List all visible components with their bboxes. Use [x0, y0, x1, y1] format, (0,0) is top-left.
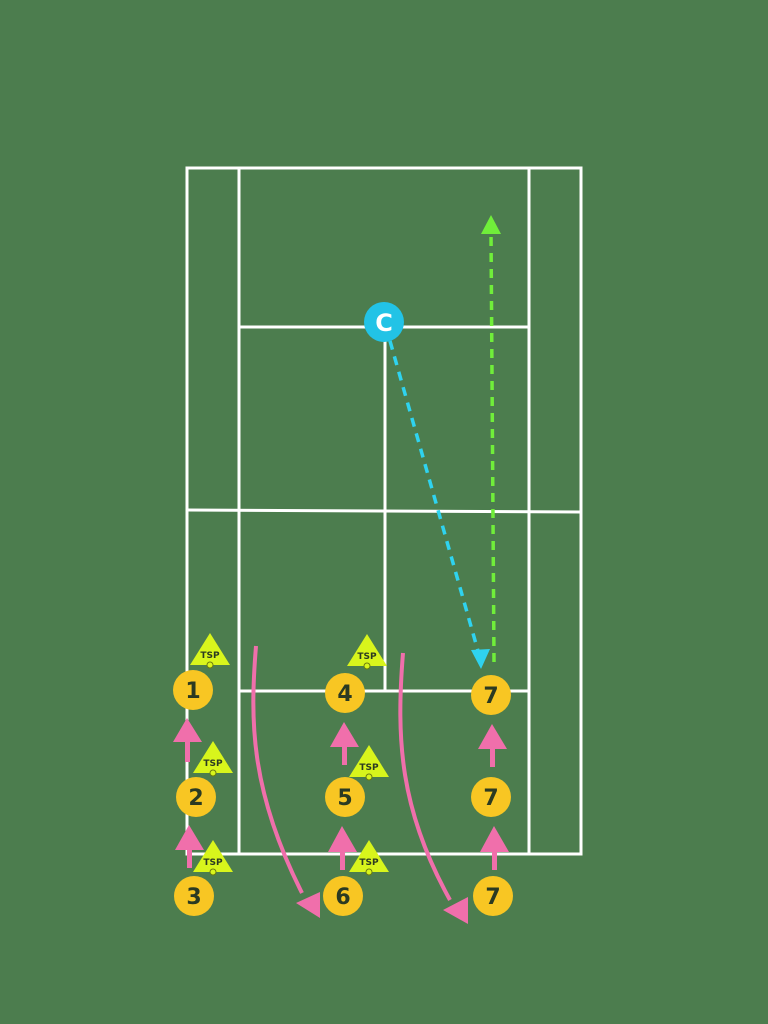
player-label: 4 — [337, 682, 352, 707]
queue-arrow-6-to-5 — [328, 826, 357, 870]
coach-feed-path — [388, 340, 482, 659]
queue-arrow-7b-to-7a — [480, 826, 509, 870]
player-marker-3: 3 — [174, 876, 214, 916]
player-label: 7 — [483, 684, 498, 709]
player-marker-7-front: 7 — [471, 675, 511, 715]
rotation-arrows — [251, 645, 468, 924]
cone: TSP — [349, 745, 389, 781]
player-label: 5 — [337, 786, 352, 811]
coach-label: C — [375, 309, 393, 337]
rotation-arrow-right-curve — [398, 652, 452, 901]
rotation-arrow-right-head — [443, 897, 468, 924]
tennis-court — [185, 166, 583, 856]
rotation-arrow-left-head — [296, 892, 320, 918]
player-shot-path — [489, 231, 496, 663]
cone: TSP — [193, 741, 233, 777]
player-marker-7-middle: 7 — [471, 777, 511, 817]
cone: TSP — [349, 840, 389, 876]
player-marker-4: 4 — [325, 673, 365, 713]
coach-feed-arrowhead — [471, 649, 490, 669]
player-marker-7-back: 7 — [473, 876, 513, 916]
cone: TSP — [190, 633, 230, 669]
queue-arrows — [173, 718, 509, 870]
cone-label: TSP — [359, 763, 379, 773]
queue-arrow-5-to-4 — [330, 722, 359, 765]
player-label: 6 — [335, 885, 350, 910]
player-label: 7 — [485, 885, 500, 910]
player-marker-2: 2 — [176, 777, 216, 817]
rotation-arrow-left-curve — [251, 645, 304, 894]
player-marker-6: 6 — [323, 876, 363, 916]
player-marker-1: 1 — [173, 670, 213, 710]
ball-paths — [388, 215, 501, 669]
player-label: 3 — [186, 885, 201, 910]
coach-marker: C — [364, 302, 404, 342]
cone-label: TSP — [200, 651, 220, 661]
cone-label: TSP — [203, 858, 223, 868]
cone-label: TSP — [203, 759, 223, 769]
queue-arrow-3-to-2 — [175, 825, 204, 868]
player-label: 1 — [185, 679, 200, 704]
cone: TSP — [347, 634, 387, 670]
player-marker-5: 5 — [325, 777, 365, 817]
queue-arrow-2-to-1 — [173, 718, 202, 762]
player-label: 2 — [188, 786, 203, 811]
player-label: 7 — [483, 786, 498, 811]
cone-label: TSP — [359, 858, 379, 868]
player-shot-arrowhead — [481, 215, 501, 234]
cones: TSP TSP TSP TSP TSP TSP — [190, 633, 389, 876]
cone: TSP — [193, 840, 233, 876]
players: 1 2 3 4 5 6 7 7 — [173, 670, 513, 916]
cone-label: TSP — [357, 652, 377, 662]
queue-arrow-7c-to-7b — [478, 724, 507, 767]
